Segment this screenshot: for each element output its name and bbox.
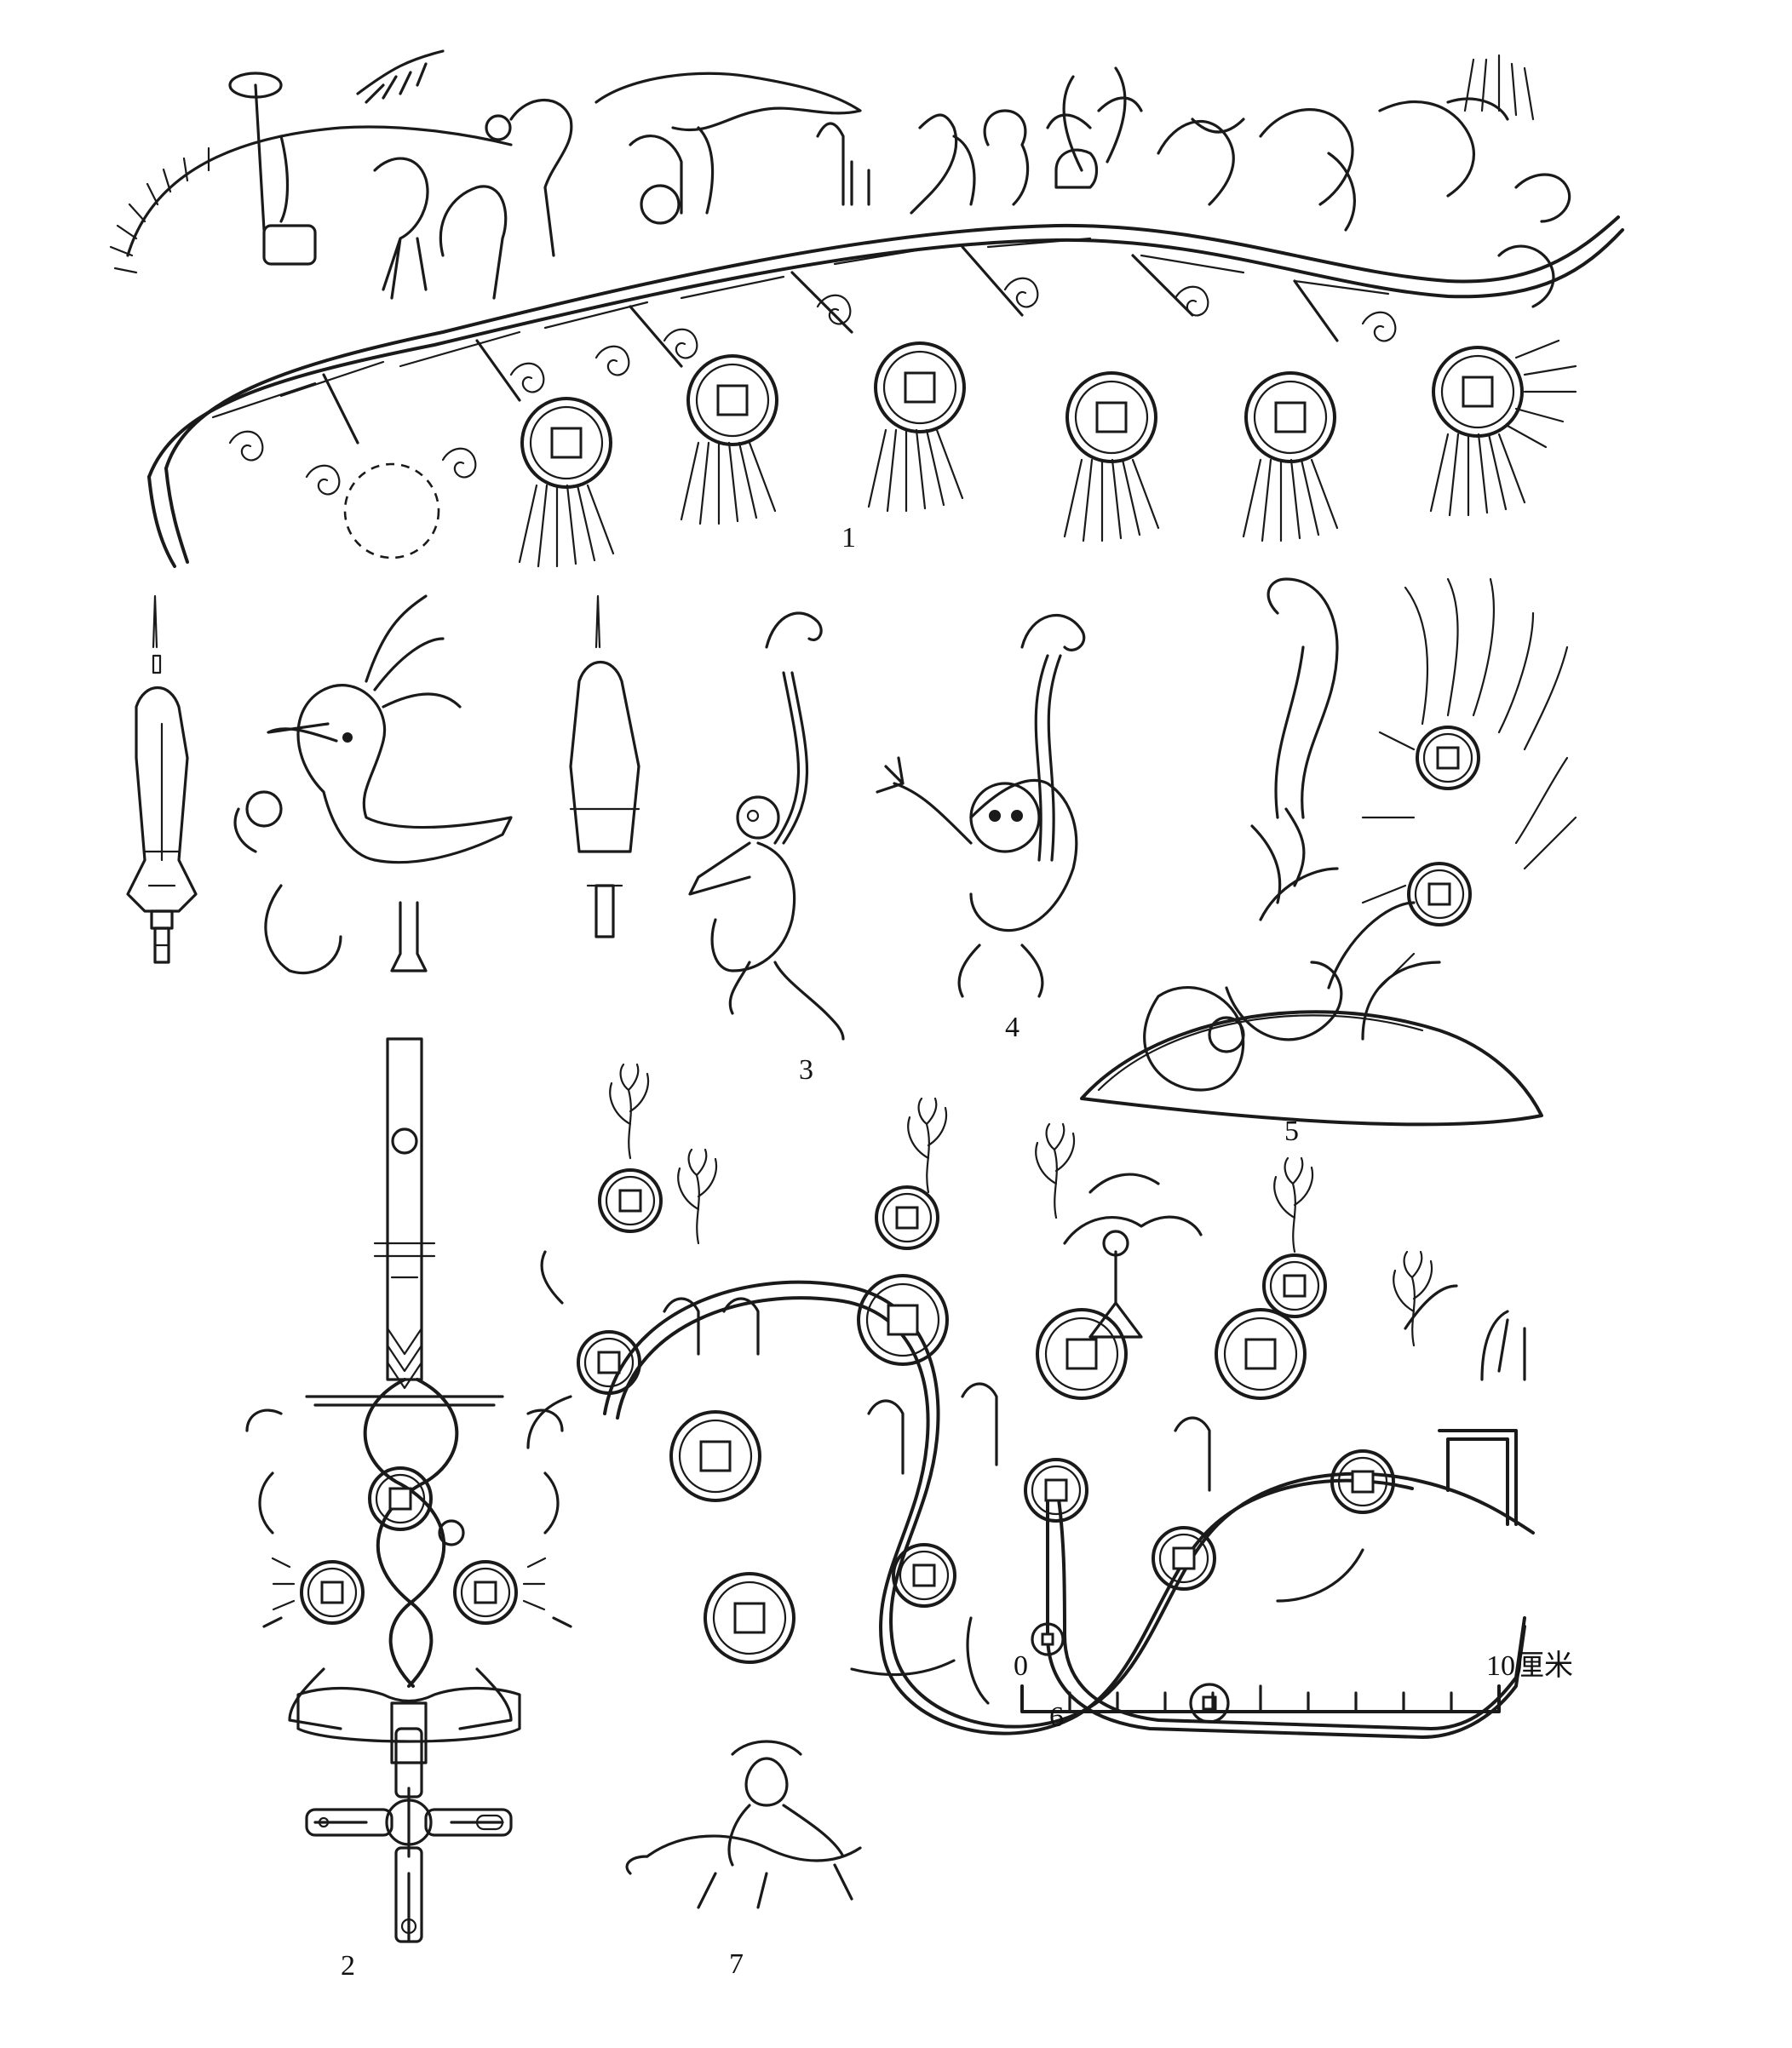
scale-end-label: 10厘米 [1486,1650,1573,1682]
figure-6-drawing [526,1063,1535,1739]
figure-5-drawing [1080,577,1577,1127]
scale-bar-graphic [1020,1684,1501,1713]
figure-label-1: 1 [841,522,856,554]
figure-2-drawing [126,594,640,1943]
figure-7-drawing [625,1740,862,1909]
figure-label-3: 3 [799,1054,813,1086]
figure-3-drawing [688,611,845,1041]
scale-start-label: 0 [1014,1650,1028,1682]
figure-4-drawing [876,614,1086,998]
figure-1-drawing [109,49,1624,568]
figure-label-7: 7 [729,1948,744,1980]
figure-label-5: 5 [1284,1116,1299,1147]
figure-label-4: 4 [1005,1012,1019,1043]
figure-label-2: 2 [341,1950,355,1982]
figure-label-6: 6 [1049,1701,1064,1733]
